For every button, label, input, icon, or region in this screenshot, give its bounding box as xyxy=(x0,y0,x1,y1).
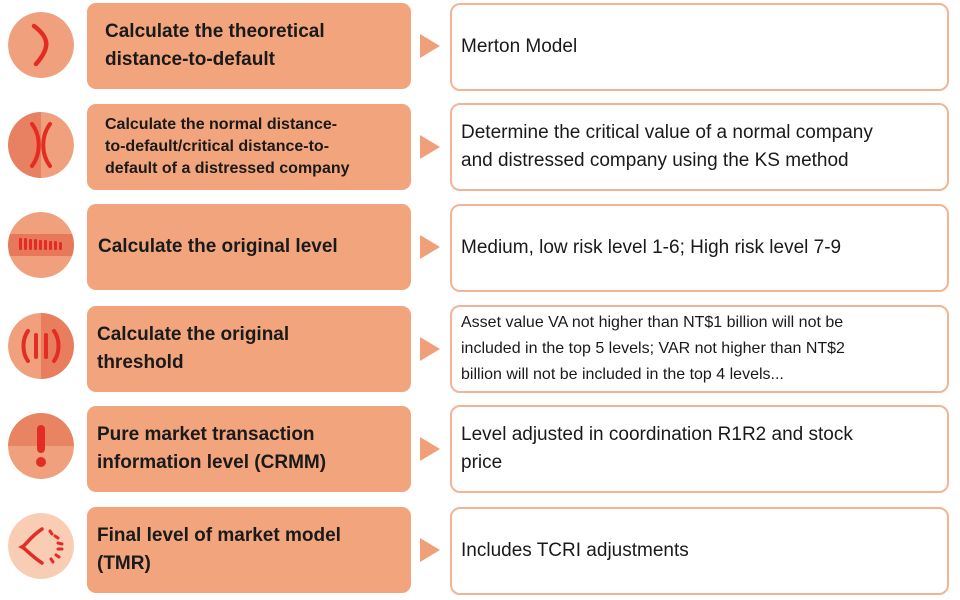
step-label: Calculate the original threshold xyxy=(97,324,290,373)
arrow-right-icon xyxy=(420,337,440,361)
step-label: Calculate the theoretical distance-to-de… xyxy=(105,21,325,70)
dotted-bar-icon xyxy=(8,212,74,278)
arrow-right-icon xyxy=(420,235,440,259)
step-box: Pure market transaction information leve… xyxy=(87,406,411,492)
loading-spinner-icon xyxy=(8,513,74,579)
step-label: Final level of market model (TMR) xyxy=(97,525,341,574)
step-box: Calculate the theoretical distance-to-de… xyxy=(87,3,411,89)
arrow-right-icon xyxy=(420,538,440,562)
result-box: Level adjusted in coordination R1R2 and … xyxy=(450,405,949,493)
result-box: Merton Model xyxy=(450,3,949,91)
result-text: Asset value VA not higher than NT$1 bill… xyxy=(461,314,845,383)
step-box: Calculate the original threshold xyxy=(87,306,411,392)
arrow-right-icon xyxy=(420,34,440,58)
bracket-pair-icon xyxy=(8,313,74,379)
result-box: Determine the critical value of a normal… xyxy=(450,103,949,191)
step-label: Pure market transaction information leve… xyxy=(97,424,327,473)
step-label: Calculate the original level xyxy=(98,236,338,257)
step-box: Final level of market model (TMR) xyxy=(87,507,411,593)
arrow-right-icon xyxy=(420,437,440,461)
narrow-waist-icon xyxy=(8,112,74,178)
chevron-curve-icon xyxy=(8,12,74,78)
step-label: Calculate the normal distance- to-defaul… xyxy=(105,116,350,177)
result-text: Determine the critical value of a normal… xyxy=(461,122,873,171)
result-text: Level adjusted in coordination R1R2 and … xyxy=(461,424,853,473)
arrow-right-icon xyxy=(420,135,440,159)
result-box: Asset value VA not higher than NT$1 bill… xyxy=(450,305,949,393)
result-box: Includes TCRI adjustments xyxy=(450,507,949,595)
result-text: Includes TCRI adjustments xyxy=(461,540,689,561)
result-text: Merton Model xyxy=(461,36,578,57)
result-text: Medium, low risk level 1-6; High risk le… xyxy=(461,237,842,258)
result-box: Medium, low risk level 1-6; High risk le… xyxy=(450,204,949,292)
step-box: Calculate the original level xyxy=(87,204,411,290)
step-box: Calculate the normal distance- to-defaul… xyxy=(87,104,411,190)
exclamation-icon xyxy=(8,413,74,479)
